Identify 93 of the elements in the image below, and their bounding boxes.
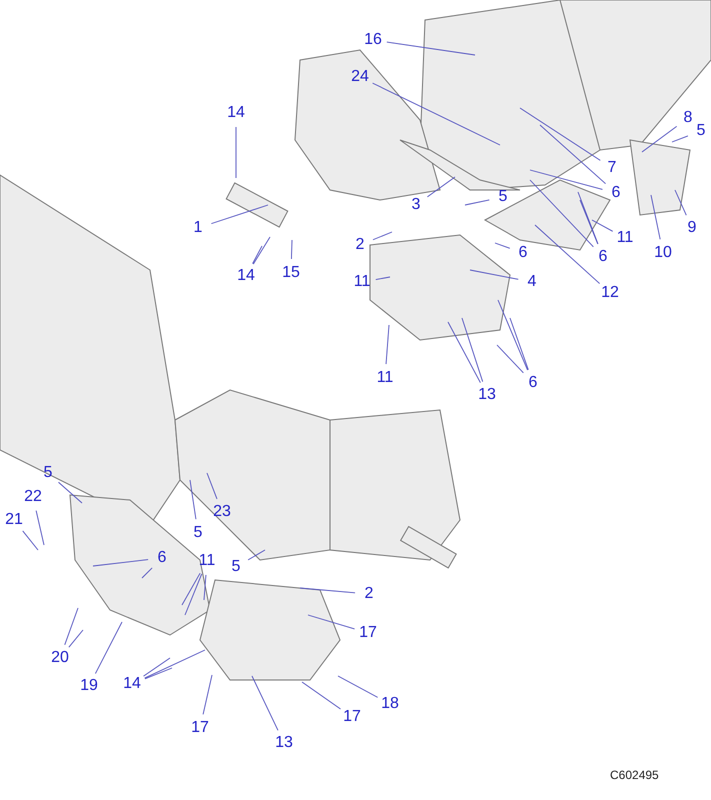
leader-line	[202, 674, 212, 715]
leader-line	[190, 480, 196, 520]
leader-line	[184, 574, 202, 616]
callout-number: 13	[275, 734, 293, 752]
callout-number: 11	[616, 229, 634, 247]
leader-line	[498, 300, 528, 371]
callout-number: 11	[198, 552, 216, 570]
callout-number: 2	[356, 236, 364, 254]
leader-line	[672, 136, 688, 142]
callout-number: 22	[24, 488, 42, 506]
callout-number: 6	[518, 244, 528, 262]
callout-number: 12	[601, 284, 619, 302]
callout-number: 15	[282, 264, 300, 282]
callout-number: 24	[351, 68, 369, 86]
callout-number: 17	[359, 624, 377, 642]
leader-line	[22, 530, 38, 550]
leader-line	[496, 344, 524, 374]
leader-line	[372, 82, 500, 146]
callout-number: 14	[237, 267, 255, 285]
callout-number: 11	[354, 273, 370, 291]
callout-number: 17	[191, 719, 209, 737]
callout-number: 18	[381, 695, 399, 713]
leader-line	[650, 194, 661, 240]
leader-line	[592, 220, 614, 232]
callout-number: 23	[213, 503, 231, 521]
callout-number: 1	[194, 219, 202, 237]
leader-line	[300, 588, 356, 594]
leader-line	[448, 322, 481, 384]
callout-number: 11	[376, 369, 394, 387]
callout-number: 4	[528, 273, 536, 291]
leader-line	[290, 240, 292, 260]
leader-line	[386, 324, 390, 364]
leader-line	[68, 630, 84, 648]
leader-line	[674, 190, 687, 216]
callout-number: 20	[51, 649, 69, 667]
leader-line	[580, 200, 598, 244]
leader-line	[494, 242, 510, 249]
drawing-number: C602495	[610, 768, 659, 782]
leader-line	[252, 246, 262, 264]
leader-line	[248, 550, 266, 560]
callout-number: 8	[684, 109, 692, 127]
leader-line	[375, 276, 390, 280]
callout-number: 2	[364, 585, 374, 603]
callout-number: 7	[608, 159, 616, 177]
callout-number: 6	[528, 374, 538, 392]
leader-line	[530, 180, 594, 248]
leader-line	[206, 472, 218, 500]
callout-number: 10	[654, 244, 672, 262]
leader-line	[302, 682, 341, 710]
leader-line	[143, 658, 170, 677]
callout-number: 5	[696, 122, 706, 140]
leader-line	[338, 676, 378, 698]
leader-line	[36, 510, 44, 546]
callout-number: 6	[158, 549, 166, 567]
leader-line	[426, 176, 456, 198]
leader-line	[142, 567, 153, 578]
callout-number: 19	[80, 677, 98, 695]
callout-number: 17	[343, 708, 361, 726]
leader-line	[94, 622, 122, 674]
callout-number: 9	[688, 219, 696, 237]
callout-number: 14	[123, 675, 141, 693]
callout-number: 3	[412, 196, 420, 214]
leader-line	[520, 108, 601, 161]
leader-line	[92, 559, 149, 566]
leader-line	[308, 614, 356, 630]
leader-line	[530, 170, 603, 190]
callout-number: 6	[598, 248, 608, 266]
callout-number: 13	[478, 386, 496, 404]
leader-line	[144, 650, 206, 679]
leader-line	[462, 318, 484, 382]
leader-line	[510, 318, 529, 370]
callout-number: 16	[364, 31, 382, 49]
leader-line	[182, 572, 201, 606]
callout-number: 5	[232, 558, 240, 576]
callout-number: 6	[612, 184, 620, 202]
leader-line	[540, 124, 606, 184]
leader-line	[252, 676, 278, 731]
leader-line	[578, 192, 598, 244]
leader-line	[386, 42, 476, 56]
leader-line	[464, 199, 490, 206]
callout-number: 14	[227, 104, 245, 122]
leader-line	[64, 608, 78, 646]
leader-line	[372, 232, 392, 240]
callout-number: 21	[5, 511, 23, 529]
callout-number: 5	[498, 188, 508, 206]
leader-line	[58, 482, 82, 504]
leader-line	[144, 668, 172, 680]
leader-line	[210, 204, 268, 224]
leader-line	[204, 574, 206, 600]
leader-line	[534, 224, 600, 284]
callout-number: 5	[194, 524, 202, 542]
leader-line	[642, 126, 678, 152]
leader-line	[252, 236, 270, 265]
